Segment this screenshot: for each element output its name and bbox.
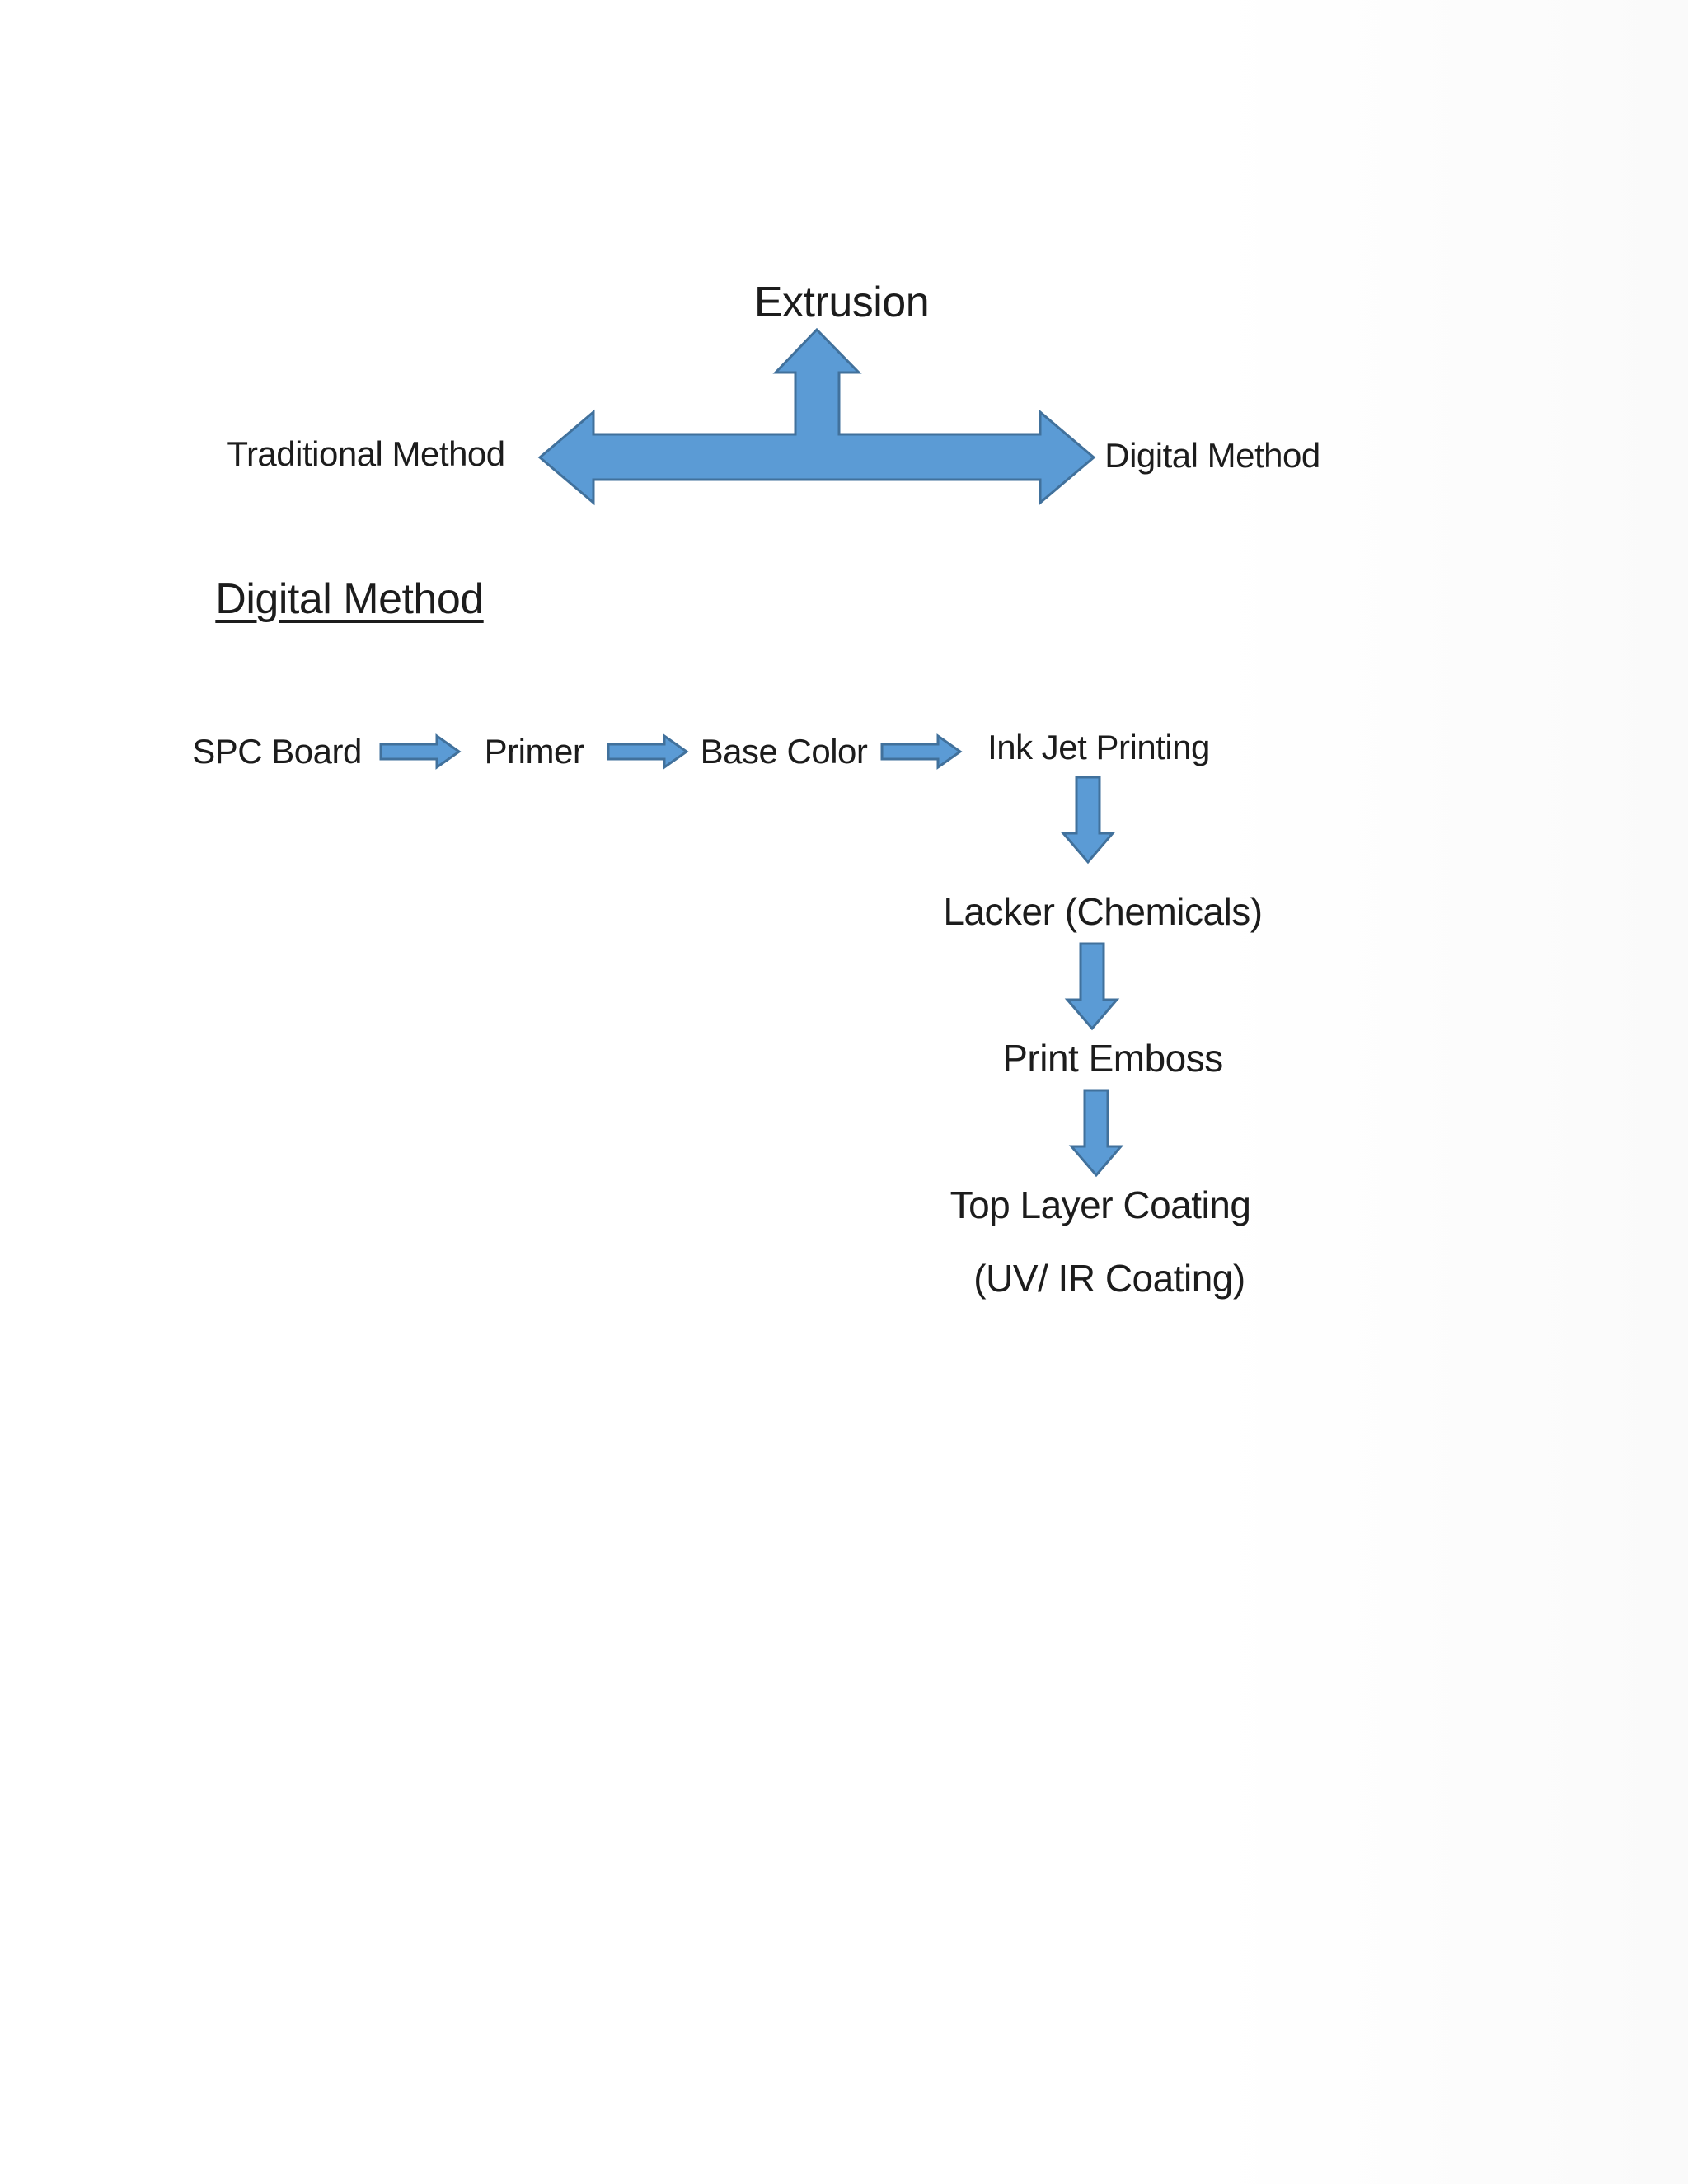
three-way-arrow-icon <box>537 327 1096 506</box>
flow-step-ink-jet-printing: Ink Jet Printing <box>987 728 1210 766</box>
extrusion-title: Extrusion <box>753 279 930 326</box>
down-arrow-icon <box>1068 1089 1124 1178</box>
digital-method-label: Digital Method <box>1104 436 1320 475</box>
step-lacker-label: Lacker (Chemicals) <box>943 890 1263 933</box>
uv-ir-coating-note: (UV/ IR Coating) <box>973 1257 1245 1300</box>
down-arrow-icon <box>1060 776 1116 865</box>
flow-step-primer: Primer <box>484 732 584 771</box>
flow-step-base-color: Base Color <box>700 732 868 771</box>
down-arrow-icon <box>1064 942 1120 1031</box>
right-arrow-icon <box>379 733 462 770</box>
right-arrow-icon <box>607 733 689 770</box>
digital-method-heading: Digital Method <box>215 575 484 623</box>
flow-step-spc-board: SPC Board <box>192 732 362 771</box>
step-print-emboss-label: Print Emboss <box>1002 1037 1223 1080</box>
traditional-method-label: Traditional Method <box>227 434 505 473</box>
right-arrow-icon <box>880 733 963 770</box>
step-top-layer-coating-label: Top Layer Coating <box>950 1183 1251 1226</box>
